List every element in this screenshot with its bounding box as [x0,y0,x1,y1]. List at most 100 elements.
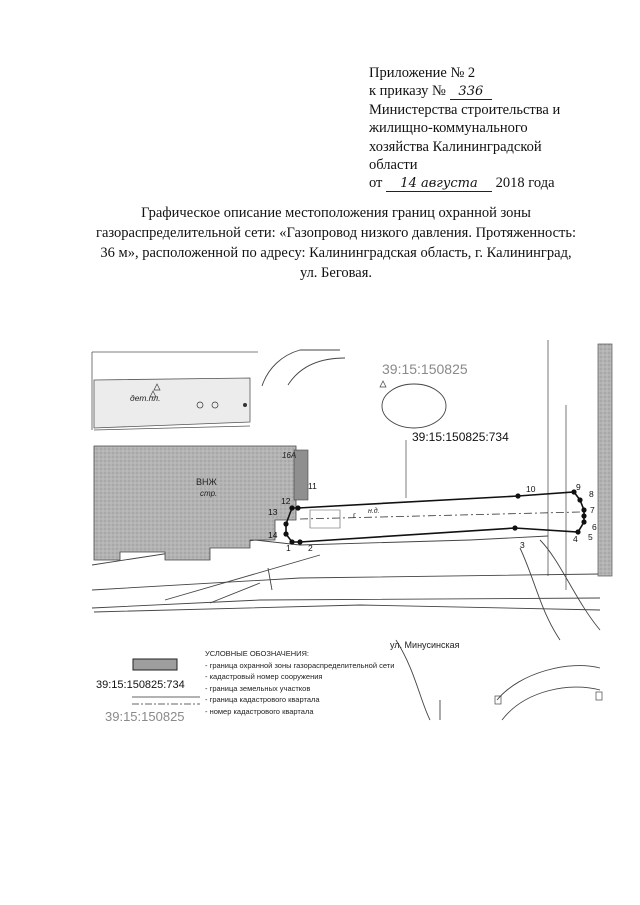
title-line-2: газораспределительной сети: «Газопровод … [96,225,576,241]
oval-structure [381,383,447,429]
vertex-label-9: 9 [576,482,581,492]
protection-zone-boundary [285,491,585,543]
road-curve-top-2 [261,349,340,387]
playground-label: дет.пл. [130,393,161,403]
vertex-label-6: 6 [592,522,597,532]
order-prefix: к приказу № [369,83,446,100]
quarter-number-label: 39:15:150825 [382,361,468,377]
vertex-label-3: 3 [520,540,525,550]
title-line-4: ул. Беговая. [299,265,373,281]
road-diagonal-1 [164,554,321,601]
building-16a-label: 16А [282,451,296,460]
legend-item-parcel: - граница земельных участков [205,683,311,693]
playground-area [93,377,251,429]
vertex-label-7: 7 [590,505,595,515]
gas-line-letter: г [353,511,356,520]
play-equipment-1 [196,401,204,409]
road-line-south-1 [91,573,601,591]
small-markers [149,380,603,705]
date-suffix: 2018 года [495,175,555,192]
legend-item-structure: - кадастровый номер сооружения [205,672,323,681]
structure-number-label: 39:15:150825:734 [412,430,509,444]
date-handwritten: 14 августа [386,177,493,193]
vertex-9 [571,489,577,495]
vertex-1 [289,539,295,545]
road-curve-top [287,357,346,386]
vertex-10 [515,493,521,499]
vertex-3 [512,525,518,531]
building-16a-annex [293,449,309,501]
pipe-connector [309,509,341,529]
map-frame [91,340,567,590]
legend-symbols: 39:15:150825:734 39:15:150825 [96,658,200,724]
legend-item-quarter-boundary: - граница кадастрового квартала [205,695,320,704]
legend-item-quarter-number: - номер кадастрового квартала [205,706,314,716]
vertex-label-13: 13 [268,507,278,517]
building-str-label: стр. [200,489,217,498]
vertex-label-1: 1 [286,543,291,553]
road-stub [267,567,273,591]
vertex-label-2: 2 [308,543,313,553]
vertex-12 [289,505,295,511]
vertex-5 [581,519,587,525]
marker-triangle-2 [153,383,161,391]
building-footprint [93,445,297,561]
vertex-7 [581,507,587,513]
appendix-line-1: Приложение № 2 [369,65,476,81]
gas-pipe-diameter-label: н.д. [368,507,380,515]
vertex-6 [581,513,587,519]
legend-structure-sample: 39:15:150825:734 [96,679,185,691]
gas-pipe-centerline [299,511,581,520]
zone-vertices [283,489,587,545]
street-label: ул. Минусинская [390,640,460,650]
marker-2 [595,691,603,701]
building-right-strip [597,343,613,577]
appendix-line-4: жилищно-коммунального [369,120,528,137]
vertex-11 [295,505,301,511]
appendix-line-6: области [369,157,418,174]
legend-item-zone: - граница охранной зоны газораспределите… [205,660,395,670]
legend-zone-symbol [132,658,178,671]
legend: УСЛОВНЫЕ ОБОЗНАЧЕНИЯ: - граница охранной… [205,648,394,717]
vertex-13 [283,521,289,527]
vertex-2 [297,539,303,545]
building-vnzh: ВНЖ стр. 16А [93,445,309,561]
vertex-label-4: 4 [573,534,578,544]
vertex-labels: 1 2 3 4 5 6 7 8 9 10 11 12 13 14 [268,481,597,553]
playground-edge [93,425,251,431]
play-equipment-3 [243,403,247,407]
marker-triangle-3 [379,380,387,388]
road-curve-east-2 [539,539,601,631]
vertex-label-11: 11 [308,481,317,491]
document-title: Графическое описание местоположения гран… [72,203,600,283]
vertex-label-14: 14 [268,530,278,540]
playground-block: дет.пл. [93,377,251,431]
order-number-handwritten: 336 [449,85,492,101]
play-equipment-2 [211,401,219,409]
vertex-label-5: 5 [588,532,593,542]
appendix-line-5: хозяйства Калининградской [369,138,542,155]
road-diagonal-2 [209,582,261,604]
road-line-south-3 [93,604,601,613]
road-curve-east [519,547,561,641]
building-vnzh-label: ВНЖ [196,477,218,487]
title-line-3: 36 м», расположенной по адресу: Калининг… [100,245,572,261]
vertex-label-10: 10 [526,484,536,494]
vertex-label-8: 8 [589,489,594,499]
date-prefix: от [369,175,383,192]
road-curve-south [395,639,431,721]
vertex-label-12: 12 [281,496,291,506]
marker-1 [494,695,502,705]
title-line-1: Графическое описание местоположения гран… [141,205,531,221]
road-curve-southeast [496,665,601,701]
vertex-14 [283,531,289,537]
vertex-4 [575,529,581,535]
marker-triangle-1 [149,390,157,398]
appendix-date-line: от 14 августа 2018 года [369,174,619,193]
road-curve-southeast-2 [501,686,601,721]
appendix-line-3: Министерства строительства и [369,101,561,118]
road-line-south-2 [91,597,601,609]
